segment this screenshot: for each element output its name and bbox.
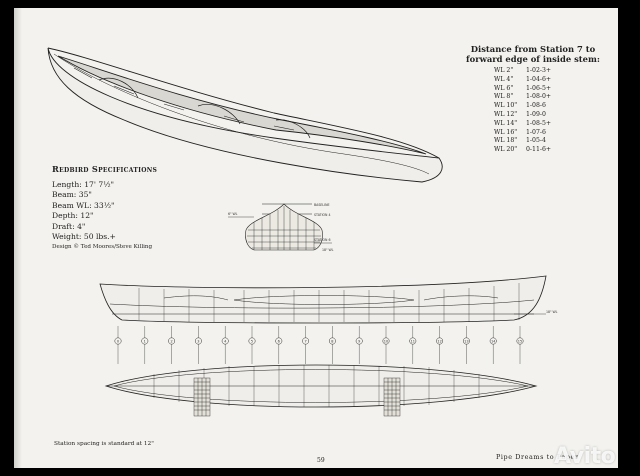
specifications-block: Redbird Specifications Length: 17' 7½"Be… <box>52 164 232 251</box>
station-number: 0 <box>117 339 119 343</box>
table-row: WL 14" 1-08-5+ <box>494 120 618 129</box>
waterline-cell: WL 4" <box>494 75 514 83</box>
station-circle <box>302 337 310 345</box>
station-number: 1 <box>144 339 146 343</box>
distance-cell: 1-05-4 <box>526 137 546 145</box>
spec-line: Weight: 50 lbs.+ <box>52 232 116 242</box>
book-page: BASELINE STATION 4 STATION 6 6" WL 18" W… <box>14 8 618 468</box>
station-circle <box>168 337 176 345</box>
station-number: 5 <box>251 339 253 343</box>
table-row: WL 2" 1-02-3+ <box>494 67 618 76</box>
seat-lattice-bow <box>193 377 211 417</box>
station-circle <box>462 337 470 345</box>
distance-cell: 1-08-6 <box>526 102 546 110</box>
baseline-label: BASELINE <box>314 203 330 207</box>
waterline-cell: WL 16" <box>494 128 518 136</box>
distance-cell: 1-04-6+ <box>526 75 552 83</box>
station-number: 14 <box>491 339 496 343</box>
table-row: WL 12" 1-09-0 <box>494 111 618 120</box>
table-title-line1: Distance from Station 7 to <box>470 44 596 54</box>
spec-line: Beam WL: 33½" <box>52 200 115 210</box>
station6-label: STATION 6 <box>314 238 330 242</box>
waterline-cell: WL 12" <box>494 110 518 118</box>
canoe-drawings: BASELINE STATION 4 STATION 6 6" WL 18" W… <box>47 47 558 417</box>
station4-label: STATION 4 <box>314 213 330 217</box>
station-number: 10 <box>384 339 388 343</box>
station-number: 15 <box>518 339 522 343</box>
table-row: WL 4" 1-04-6+ <box>494 76 618 85</box>
station-circle <box>489 337 497 345</box>
distance-cell: 1-07-6 <box>526 128 546 136</box>
spec-line: Beam: 35" <box>52 190 92 200</box>
station-circle <box>221 337 229 345</box>
station-number: 4 <box>224 339 227 343</box>
running-title: Pipe Dreams to Paper <box>496 453 579 461</box>
side-profile-drawing: 18" WL <box>99 275 558 324</box>
station-circle <box>516 337 524 345</box>
station-number: 9 <box>358 339 360 343</box>
station-circle <box>436 337 444 345</box>
table-rows: WL 2"1-02-3+WL 4"1-04-6+WL 6"1-06-5+WL 8… <box>494 67 618 155</box>
table-row: WL 20" 0-11-6+ <box>494 146 618 155</box>
table-row: WL 10" 1-08-6 <box>494 102 618 111</box>
waterline-cell: WL 10" <box>494 102 518 110</box>
station-number: 11 <box>411 339 415 343</box>
station-number: 3 <box>197 339 199 343</box>
station-number: 7 <box>304 339 306 343</box>
spec-line: Depth: 12" <box>52 211 94 221</box>
page-number: 59 <box>317 457 325 464</box>
distance-cell: 1-02-3+ <box>526 67 552 74</box>
table-row: WL 6" 1-06-5+ <box>494 85 618 94</box>
station-number: 8 <box>331 339 333 343</box>
plan-view-drawing <box>104 364 538 417</box>
station-number: 6 <box>278 339 280 343</box>
station-circle <box>141 337 149 345</box>
stem-distance-table: Distance from Station 7 to forward edge … <box>448 44 618 155</box>
seat-lattice-stern <box>383 377 401 417</box>
station-circle <box>328 337 336 345</box>
wl6-label: 6" WL <box>228 212 238 216</box>
station-number: 13 <box>464 339 468 343</box>
waterline-cell: WL 6" <box>494 84 514 92</box>
station-circle <box>382 337 390 345</box>
body-plan-section: BASELINE STATION 4 STATION 6 6" WL 18" W… <box>228 203 334 252</box>
station-circle <box>275 337 283 345</box>
waterline-cell: WL 2" <box>494 67 514 74</box>
design-credit: Design © Ted Moores/Steve Killing <box>52 244 153 251</box>
spec-line: Draft: 4" <box>52 221 86 231</box>
profile-wl-label: 18" WL <box>546 310 558 314</box>
station-number: 2 <box>170 339 172 343</box>
distance-cell: 1-08-5+ <box>526 119 552 127</box>
station-circle <box>248 337 256 345</box>
station-circle <box>355 337 363 345</box>
table-row: WL 18" 1-05-4 <box>494 137 618 146</box>
waterline-cell: WL 20" <box>494 146 518 154</box>
waterline-cell: WL 18" <box>494 137 518 145</box>
spec-line: Length: 17' 7½" <box>52 180 115 189</box>
table-row: WL 8" 1-08-0+ <box>494 93 618 102</box>
distance-cell: 1-06-5+ <box>526 84 552 92</box>
station-circle <box>409 337 417 345</box>
spec-lines: Length: 17' 7½"Beam: 35"Beam WL: 33½"Dep… <box>52 180 232 242</box>
station-number: 12 <box>437 339 441 343</box>
perspective-canoe-drawing <box>47 47 443 183</box>
distance-cell: 1-08-0+ <box>526 93 552 101</box>
station-circle <box>194 337 202 345</box>
waterline-cell: WL 14" <box>494 119 518 127</box>
waterline-cell: WL 8" <box>494 93 514 101</box>
avito-watermark: Avito <box>554 444 616 468</box>
distance-cell: 0-11-6+ <box>526 146 552 154</box>
table-title-line2: forward edge of inside stem: <box>466 54 600 64</box>
wl18-label: 18" WL <box>322 248 334 252</box>
station-spacing-note: Station spacing is standard at 12" <box>54 441 154 447</box>
station-circle <box>114 337 122 345</box>
page-edge-shadow <box>14 8 22 468</box>
table-row: WL 16" 1-07-6 <box>494 129 618 138</box>
specs-title: Redbird Specifications <box>52 164 158 174</box>
distance-cell: 1-09-0 <box>526 110 546 118</box>
